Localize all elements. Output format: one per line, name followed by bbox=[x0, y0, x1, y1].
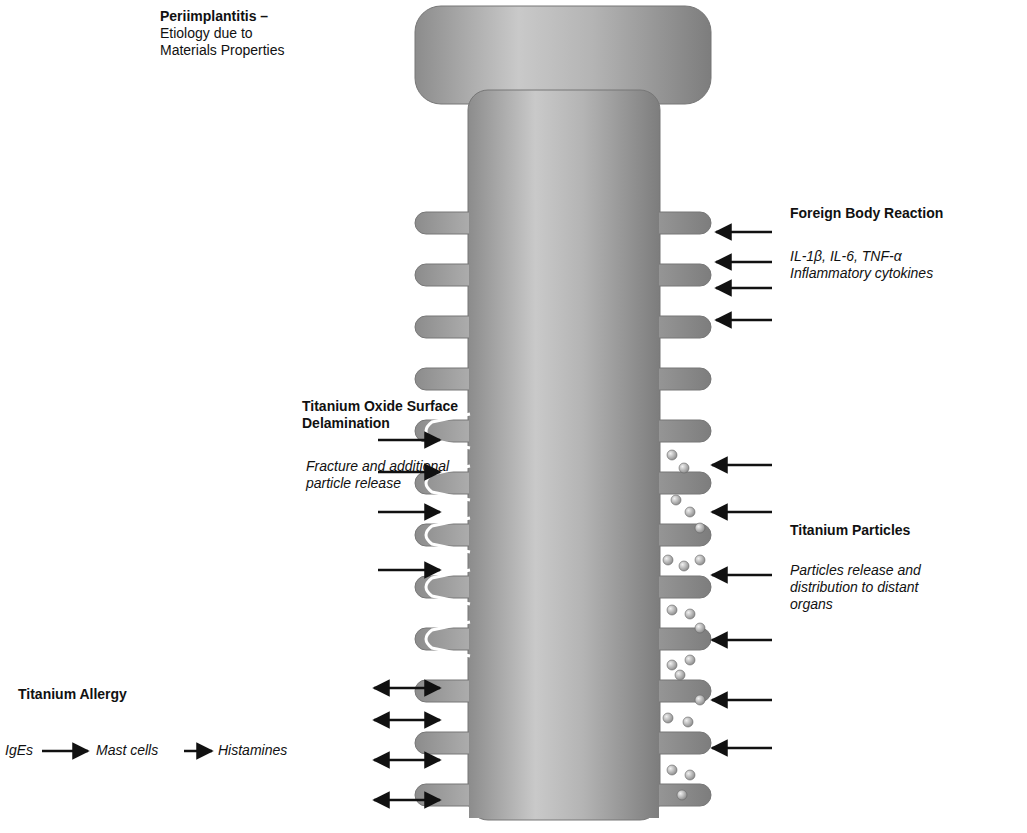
oxide-delamination bbox=[426, 414, 470, 656]
term-label: Histamines bbox=[218, 742, 287, 759]
particle bbox=[685, 609, 695, 619]
particle bbox=[663, 713, 673, 723]
particle-arrow bbox=[712, 574, 772, 577]
particle bbox=[667, 605, 677, 615]
particle bbox=[663, 555, 673, 565]
particle-arrow bbox=[712, 511, 772, 514]
particle-arrow bbox=[712, 639, 772, 642]
delamination-arrow bbox=[378, 511, 440, 514]
particle bbox=[679, 561, 689, 571]
particle bbox=[683, 717, 693, 727]
particle bbox=[677, 790, 687, 800]
reaction-arrow bbox=[716, 287, 772, 290]
particle-arrow bbox=[712, 464, 772, 467]
implant-body bbox=[415, 6, 711, 820]
sequence-arrow bbox=[42, 750, 88, 753]
delamination-arrow bbox=[378, 439, 440, 442]
allergy-arrow bbox=[374, 759, 440, 762]
particle bbox=[685, 655, 695, 665]
note-label: Fracture and additional particle release bbox=[306, 458, 476, 492]
note-label: Particles release and distribution to di… bbox=[790, 562, 940, 613]
particle bbox=[695, 555, 705, 565]
reaction-arrow bbox=[716, 231, 772, 234]
particle bbox=[667, 450, 677, 460]
particle bbox=[685, 770, 695, 780]
term-label: IgEs bbox=[5, 742, 33, 759]
heading-label: Foreign Body Reaction bbox=[790, 205, 1020, 222]
delamination-line bbox=[426, 622, 470, 656]
delamination-line bbox=[426, 518, 470, 552]
note-label: IL-1β, IL-6, TNF-α Inflammatory cytokine… bbox=[790, 248, 965, 282]
particle bbox=[695, 623, 705, 633]
particle bbox=[667, 660, 677, 670]
particle bbox=[695, 695, 705, 705]
reaction-arrow bbox=[716, 319, 772, 322]
particle bbox=[695, 523, 705, 533]
delamination-arrow bbox=[378, 569, 440, 572]
titanium-particles bbox=[663, 450, 705, 800]
implant-core bbox=[469, 200, 659, 818]
allergy-arrow bbox=[374, 719, 440, 722]
heading-label: Titanium Particles bbox=[790, 522, 1020, 539]
particle bbox=[685, 507, 695, 517]
allergy-arrow bbox=[374, 687, 440, 690]
heading-label: Titanium Oxide Surface Delamination bbox=[302, 398, 477, 432]
delamination-line bbox=[426, 570, 470, 604]
particle bbox=[675, 670, 685, 680]
particle bbox=[679, 463, 689, 473]
allergy-arrow bbox=[374, 799, 440, 802]
particle bbox=[667, 765, 677, 775]
heading-label: Titanium Allergy bbox=[18, 686, 218, 703]
diagram-title: Periimplantitis – Etiology due to Materi… bbox=[160, 8, 285, 59]
delamination-line bbox=[426, 414, 470, 448]
term-label: Mast cells bbox=[96, 742, 158, 759]
particle-arrow bbox=[712, 747, 772, 750]
screw-threads bbox=[415, 200, 711, 818]
particle-arrow bbox=[712, 699, 772, 702]
particle bbox=[671, 495, 681, 505]
pointer-arrows bbox=[42, 232, 772, 800]
sequence-arrow bbox=[184, 750, 212, 753]
reaction-arrow bbox=[716, 261, 772, 264]
